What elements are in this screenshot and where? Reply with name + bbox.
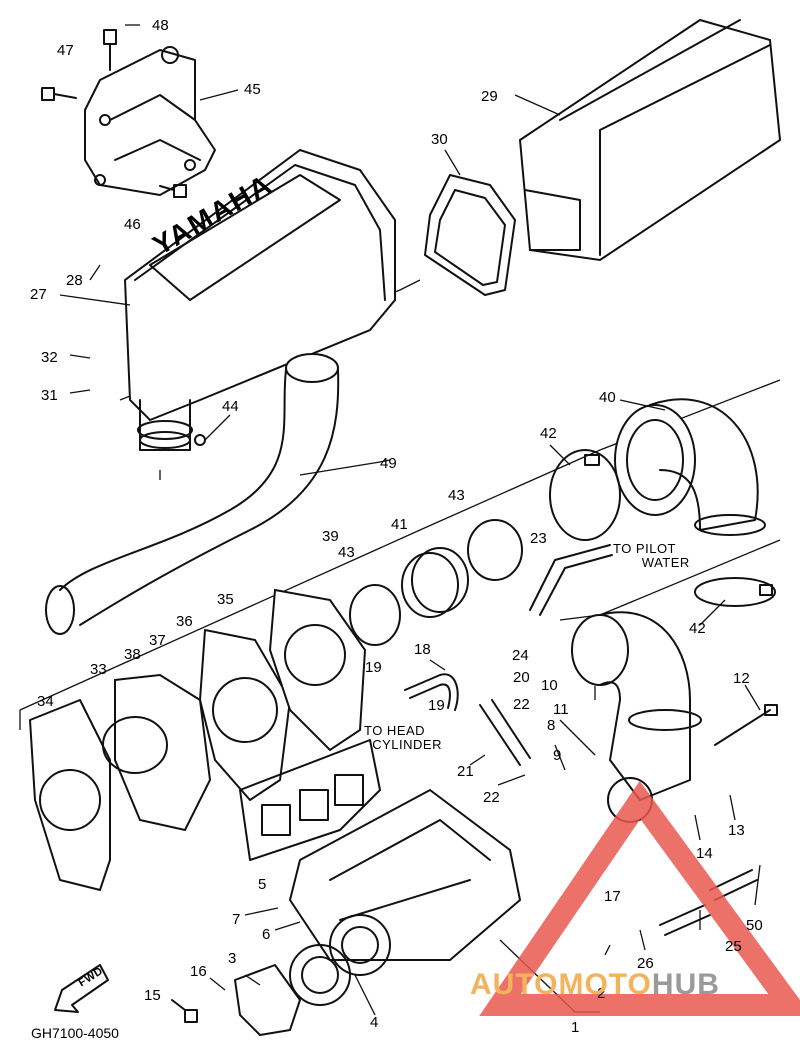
callout-33: 33 — [90, 661, 107, 678]
bolt-12 — [714, 704, 778, 746]
bolt-15 — [171, 999, 198, 1023]
clamp-42-upper — [549, 449, 621, 541]
callout-10: 10 — [541, 677, 558, 694]
airbox-cover-27 — [123, 148, 396, 451]
callout-43b: 43 — [448, 487, 465, 504]
callout-32: 32 — [41, 349, 58, 366]
watermark-part-moto: MOTO — [558, 968, 652, 1001]
drawing-code: GH7100-4050 — [31, 1025, 119, 1041]
callout-9: 9 — [553, 747, 562, 764]
clamp-43-left — [349, 584, 401, 646]
callout-43a: 43 — [338, 544, 355, 561]
callout-11: 11 — [553, 701, 569, 718]
callout-24: 24 — [512, 647, 529, 664]
callout-50: 50 — [746, 917, 763, 934]
callout-22a: 22 — [513, 696, 530, 713]
callout-26: 26 — [637, 955, 654, 972]
callout-48: 48 — [152, 17, 169, 34]
callout-14: 14 — [696, 845, 713, 862]
callout-36: 36 — [176, 613, 193, 630]
callout-40: 40 — [599, 389, 616, 406]
hose-49 — [45, 353, 340, 635]
gasket-4 — [289, 944, 351, 1006]
callout-6: 6 — [262, 926, 271, 943]
callout-21: 21 — [457, 763, 474, 780]
callout-29: 29 — [481, 88, 498, 105]
bracket-45 — [84, 46, 216, 196]
callout-38: 38 — [124, 646, 141, 663]
callout-42a: 42 — [540, 425, 557, 442]
callout-46: 46 — [124, 216, 141, 233]
manifold-1 — [288, 788, 522, 961]
callout-8: 8 — [547, 717, 556, 734]
callout-25: 25 — [725, 938, 742, 955]
callout-45: 45 — [244, 81, 261, 98]
to-head-cylinder-note: TO HEAD CYLINDER — [364, 723, 442, 752]
cover-3 — [234, 964, 301, 1036]
gasket-36 — [199, 629, 291, 801]
callout-17: 17 — [604, 888, 621, 905]
callout-47: 47 — [57, 42, 74, 59]
callout-19a: 19 — [365, 659, 382, 676]
callout-44: 44 — [222, 398, 239, 415]
callout-37: 37 — [149, 632, 166, 649]
callout-41: 41 — [391, 516, 408, 533]
bolt-46 — [159, 184, 187, 198]
callout-2: 2 — [597, 985, 606, 1002]
callout-39: 39 — [322, 528, 339, 545]
callout-27: 27 — [30, 286, 47, 303]
hose-21 — [479, 699, 531, 766]
callout-5: 5 — [258, 876, 267, 893]
callout-28: 28 — [66, 272, 83, 289]
callout-12: 12 — [733, 670, 750, 687]
pipe-33 — [102, 673, 212, 832]
watermark-part-hub: HUB — [651, 968, 720, 1001]
callout-34: 34 — [37, 693, 54, 710]
callout-30: 30 — [431, 131, 448, 148]
callout-35: 35 — [217, 591, 234, 608]
callout-31: 31 — [41, 387, 58, 404]
plate-35 — [268, 588, 367, 752]
callout-13: 13 — [728, 822, 745, 839]
watermark-triangle — [479, 780, 800, 1016]
tube-41 — [401, 547, 469, 618]
callout-1: 1 — [571, 1019, 580, 1036]
callout-22b: 22 — [483, 789, 500, 806]
callout-19b: 19 — [428, 697, 445, 714]
watermark-brand: AUTOMOTOHUB — [470, 968, 720, 1002]
fwd-arrow — [54, 964, 109, 1013]
callout-4: 4 — [370, 1014, 379, 1031]
callout-3: 3 — [228, 950, 237, 967]
callout-49: 49 — [380, 455, 397, 472]
air-filter-29 — [518, 18, 782, 262]
clamp-42-lower — [694, 577, 776, 607]
bolt-48 — [103, 29, 117, 71]
flange-4 — [329, 914, 391, 976]
bolt-47 — [41, 87, 77, 101]
gasket-30 — [424, 174, 516, 296]
callout-23: 23 — [530, 530, 547, 547]
callout-15: 15 — [144, 987, 161, 1004]
hose-23 — [529, 544, 613, 616]
gasket-5 — [239, 739, 381, 861]
gasket-34 — [29, 699, 111, 891]
callout-18: 18 — [414, 641, 431, 658]
watermark-part-auto: AUTO — [470, 968, 559, 1001]
callout-7: 7 — [232, 911, 241, 928]
hose-18 — [404, 673, 459, 711]
callout-16: 16 — [190, 963, 207, 980]
pipe-8 — [571, 611, 702, 823]
clamp-43-right — [467, 519, 523, 581]
elbow-40 — [614, 398, 766, 536]
callout-20: 20 — [513, 669, 530, 686]
to-pilot-water-note: TO PILOT WATER — [613, 541, 690, 570]
callout-42b: 42 — [689, 620, 706, 637]
